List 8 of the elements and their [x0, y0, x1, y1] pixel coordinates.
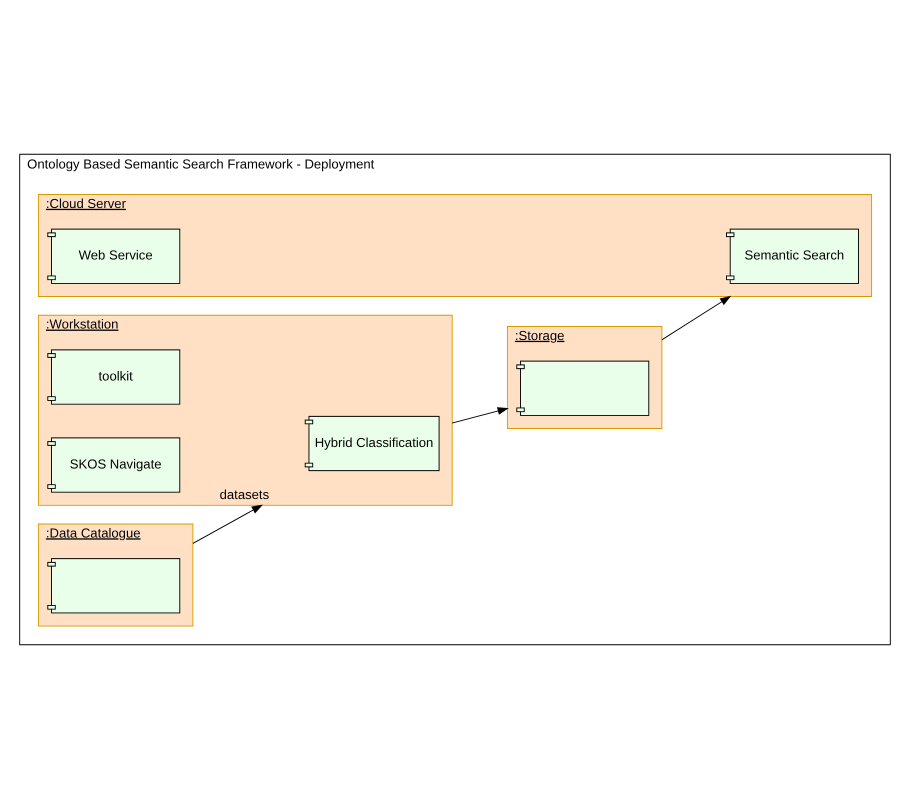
arrow [452, 407, 509, 424]
arrow [661, 296, 732, 340]
edge-label: datasets [220, 486, 270, 502]
node-component [516, 360, 650, 416]
cluster: :Data Catalogue [38, 524, 194, 627]
arrow [192, 504, 263, 544]
cluster: :Storage [506, 326, 662, 429]
node-component [47, 558, 180, 614]
